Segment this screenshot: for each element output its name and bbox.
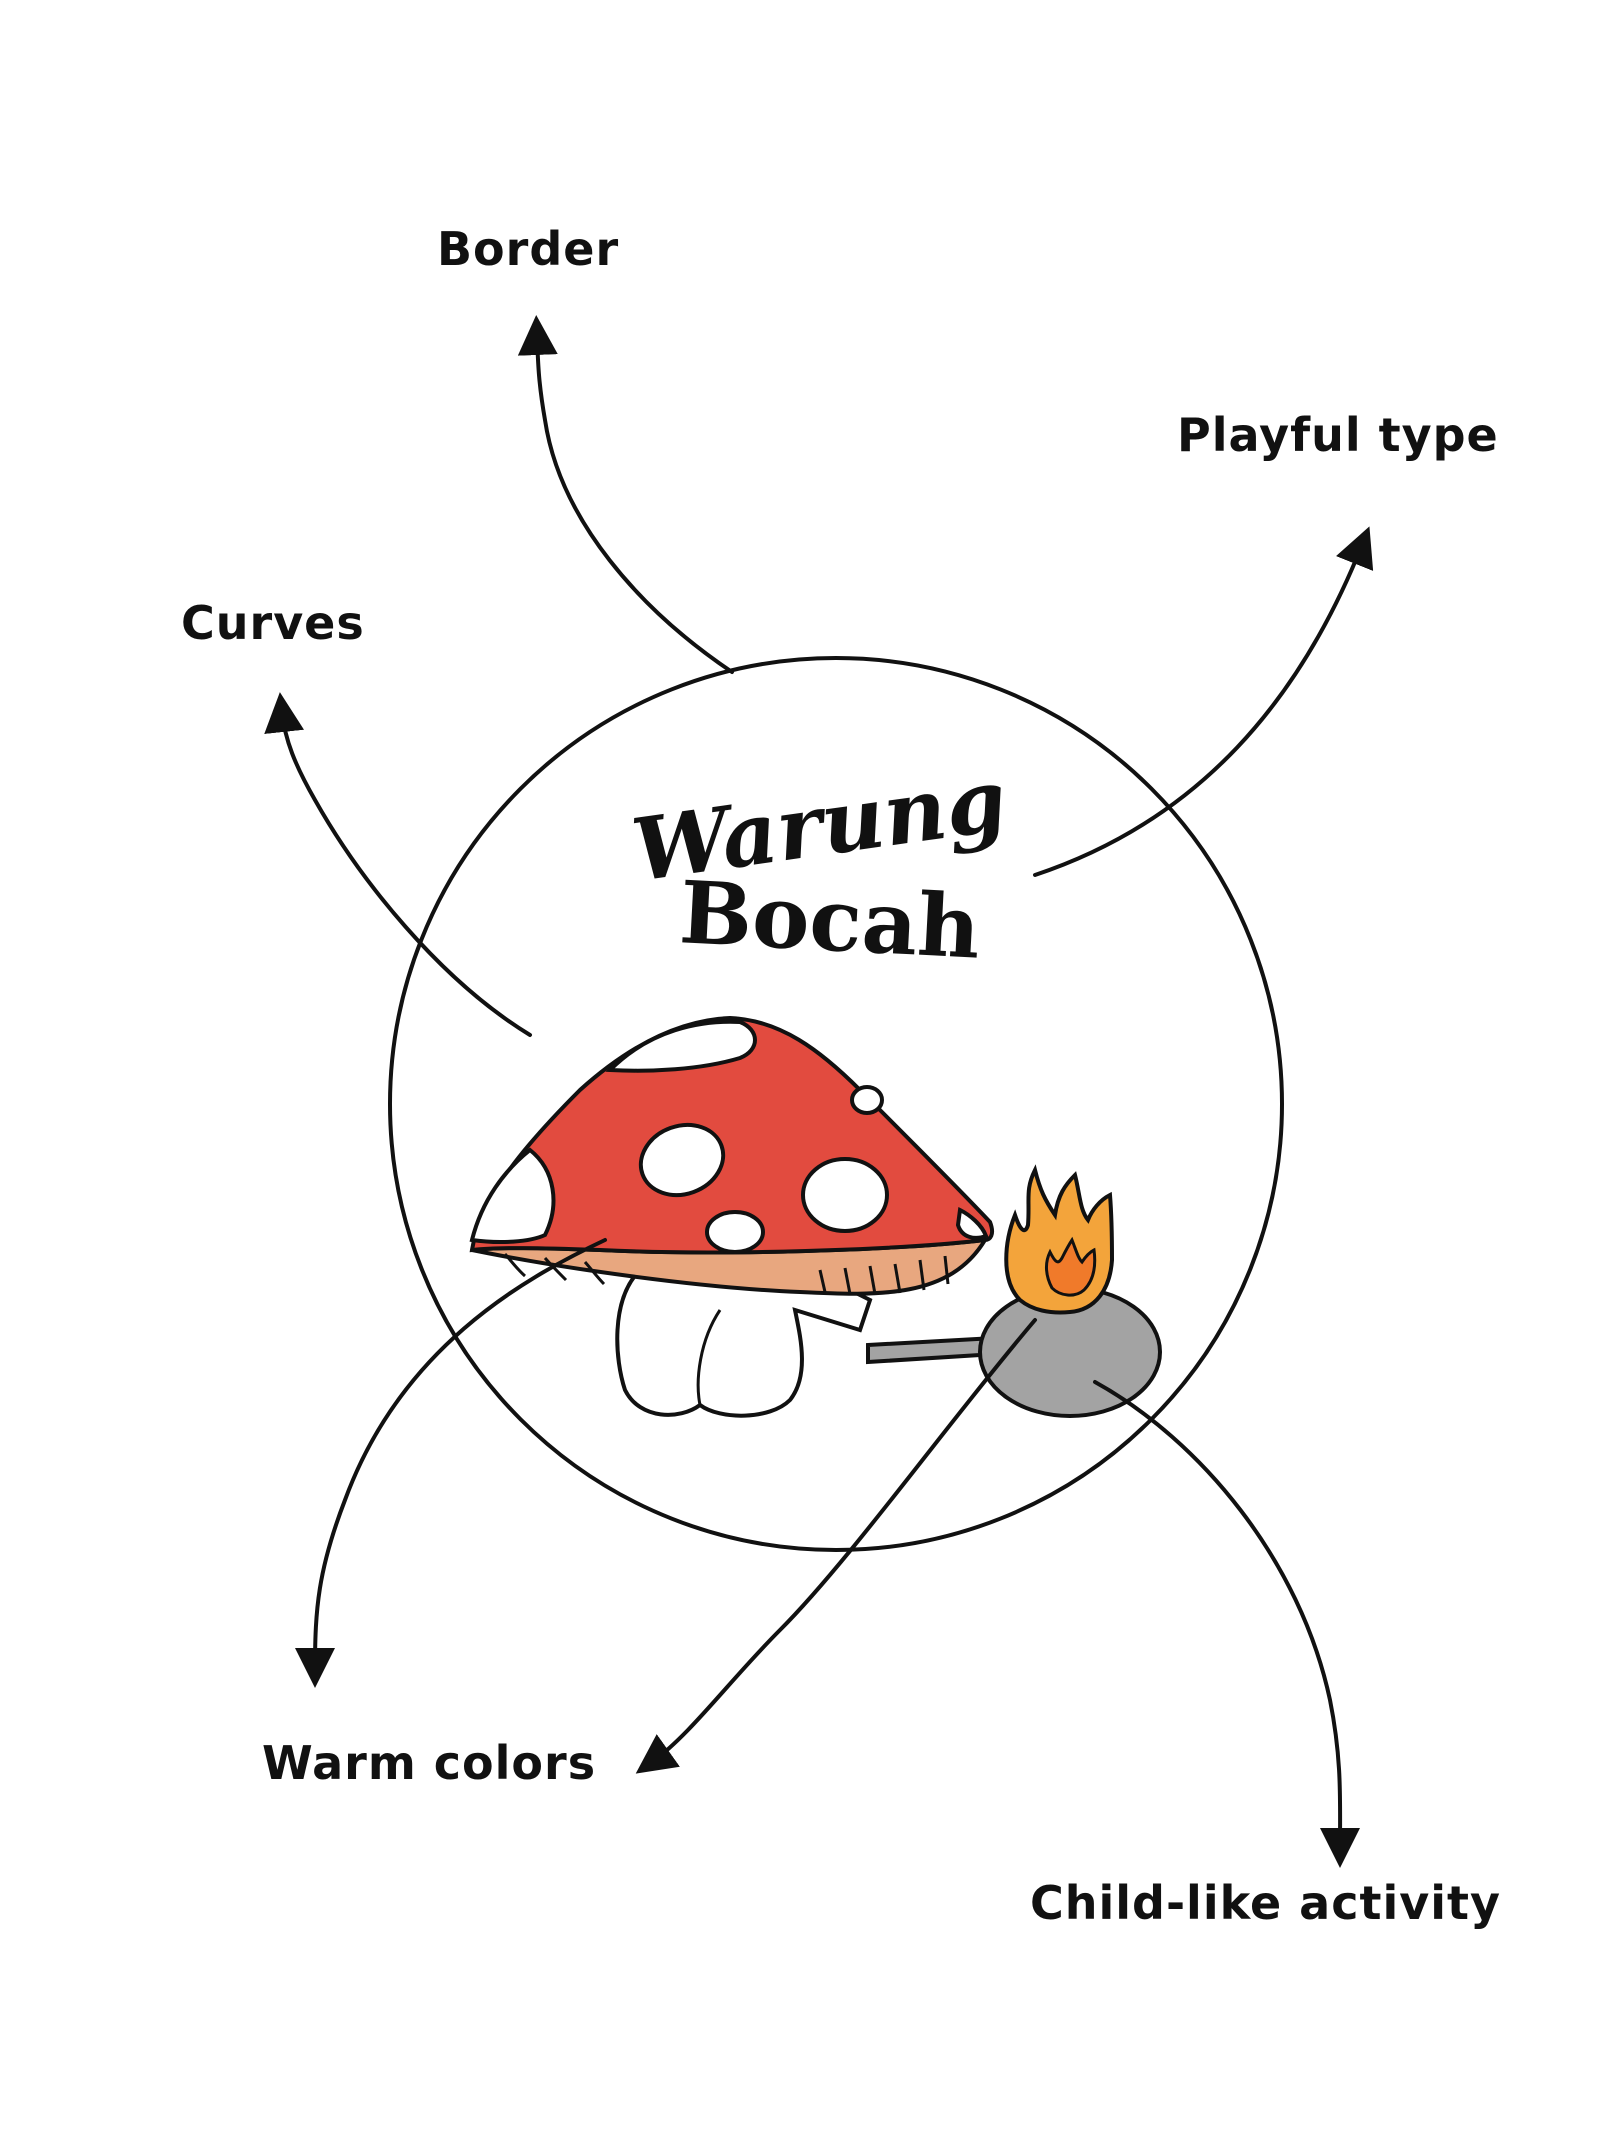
mushroom-illustration bbox=[469, 1015, 995, 1418]
flame-inner bbox=[1045, 1236, 1097, 1297]
arrow-playful-type bbox=[1033, 526, 1374, 877]
annotation-child-like-activity: Child-like activity bbox=[1030, 1876, 1501, 1930]
arrow-border bbox=[517, 315, 734, 674]
arrow-curves bbox=[264, 692, 532, 1037]
pan-handle bbox=[866, 1335, 999, 1365]
logo-border-circle bbox=[388, 656, 1284, 1552]
logo-text: Warung Bocah bbox=[627, 749, 1013, 978]
arrow-warm-colors-from-flame bbox=[635, 1318, 1037, 1774]
annotation-playful-type: Playful type bbox=[1177, 408, 1499, 462]
arrow-child-like-activity bbox=[1093, 1380, 1361, 1868]
frying-pan-illustration bbox=[866, 1164, 1162, 1418]
annotation-curves: Curves bbox=[181, 596, 365, 650]
arrow-warm-colors-from-cap bbox=[295, 1238, 607, 1688]
logo-word-bocah: Bocah bbox=[677, 862, 983, 979]
annotation-border: Border bbox=[437, 222, 620, 276]
annotation-warm-colors: Warm colors bbox=[262, 1736, 597, 1790]
